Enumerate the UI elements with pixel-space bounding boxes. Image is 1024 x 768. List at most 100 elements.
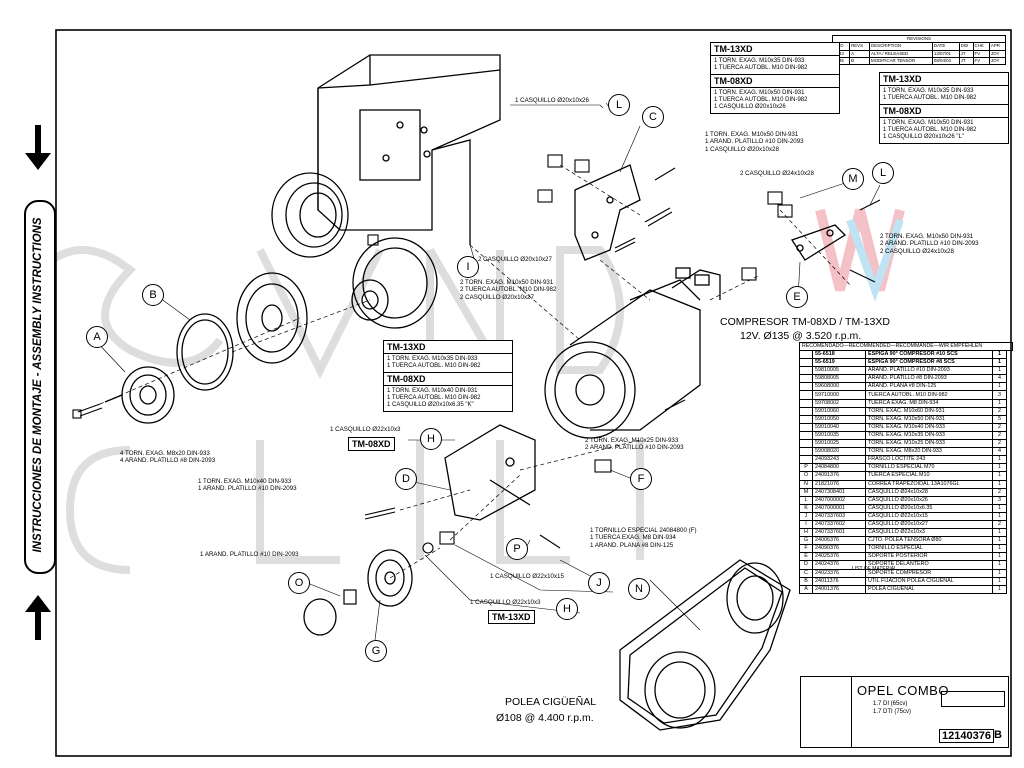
bom-quantity: 1 <box>992 503 1007 513</box>
bom-part-number: 59010035 <box>812 430 866 441</box>
bom-part-number: 59010060 <box>812 406 866 416</box>
bom-description: TORN. EXAC. M10x60 DIN-931 <box>865 406 993 416</box>
tag-tm08xd: TM-08XD <box>348 437 395 451</box>
part-letter-g: G <box>365 640 387 662</box>
bracket-d <box>444 424 536 521</box>
title-block: OPEL COMBO 1.7 DI (65cv) 1.7 DTI (75cv) … <box>800 676 1009 748</box>
bom-quantity: 1 <box>992 471 1007 481</box>
bom-item-letter: I <box>799 519 813 530</box>
part-letter-e: E <box>786 286 808 308</box>
box-row: 1 TUERCA AUTOBL. M10 DIN-982 <box>883 95 977 101</box>
bom-item-letter: P <box>799 463 813 473</box>
tag-tm13xd: TM-13XD <box>488 610 535 624</box>
engine-variant-2: 1.7 DTI (75cv) <box>873 709 912 715</box>
callout-m-group: 2 CASQUILLO Ø24x10x28 <box>740 170 814 177</box>
bom-quantity: 2 <box>992 519 1007 530</box>
bom-item-letter: B <box>799 576 813 586</box>
bom-quantity: 2 <box>992 439 1007 449</box>
bom-description: TORNILLO ESPECIAL <box>865 544 993 554</box>
bom-quantity: 4 <box>992 374 1007 384</box>
bom-description: POLEA CIGÜEÑAL <box>865 584 993 594</box>
model-name: OPEL COMBO <box>857 683 949 698</box>
bom-item-letter <box>799 430 813 441</box>
cap-g <box>303 598 337 636</box>
bom-description: ESPIGA 90° COMPRESOR #10 SCS <box>865 349 993 360</box>
bom-description: CASQUILLO Ø22x10x3 <box>865 528 993 538</box>
bom-quantity: 1 <box>992 398 1007 408</box>
title-block-grid <box>801 677 852 747</box>
rev-cell: A <box>849 49 871 58</box>
part-letter-n: N <box>628 578 650 600</box>
bom-item-letter: E <box>799 552 813 562</box>
rev-cell: JT <box>958 56 974 66</box>
bom-part-number: 2407337601 <box>812 528 866 538</box>
bom-description: TORN. EXAG. M10x50 DIN-931 <box>865 414 993 424</box>
bom-part-number: 24090376 <box>812 544 866 554</box>
box-top-center: TM-13XD 1 TORN. EXAG. M10x35 DIN-933 1 T… <box>710 42 840 114</box>
bom-description: TORNILLO ESPECIAL M70 <box>865 463 993 473</box>
bom-item-letter <box>799 398 813 408</box>
box-heading: TM-08XD <box>711 74 839 88</box>
rev-header: REVS <box>849 42 871 51</box>
bom-part-number: 59010040 <box>812 422 866 432</box>
bom-description: ARAND. PLANA #8 DIN-125 <box>865 382 993 392</box>
bom-quantity: 1 <box>992 479 1007 489</box>
box-row: 1 TUERCA AUTOBL. M10 DIN-982 <box>387 363 481 369</box>
side-label-text: INSTRUCCIONES DE MONTAJE - ASSEMBLY INST… <box>32 217 44 553</box>
bom-item-letter <box>799 455 813 465</box>
revisions-title: REVISIONS <box>832 34 1006 44</box>
bom-quantity: 2 <box>992 422 1007 432</box>
revisions-table: REVISIONS ECO REVS DESCRIPTION DATE DW C… <box>831 34 1007 66</box>
bom-part-number: 2407337602 <box>812 519 866 530</box>
bom-quantity: 1 <box>992 382 1007 392</box>
engine-variant-1: 1.7 DI (65cv) <box>873 701 908 707</box>
bolts <box>364 167 881 549</box>
bom-part-number: 59010025 <box>812 439 866 449</box>
bom-description: TORN. EXAG. M10x25 DIN-933 <box>865 439 993 449</box>
drawing-number: 12140376 <box>939 729 994 743</box>
box-row: 1 TORN. EXAG. M10x35 DIN-933 <box>387 356 478 362</box>
box-row: 1 TORN. EXAG. M10x40 DIN-931 <box>387 388 478 394</box>
rev-header: DW <box>958 42 974 51</box>
bom-quantity: 1 <box>992 358 1007 368</box>
box-row: 1 TUERCA AUTOBL. M10 DIN-982 <box>883 127 977 133</box>
bom-part-number: 59010050 <box>812 414 866 424</box>
callout-d-group: 1 TORN. EXAG. M10x40 DIN-933 1 ARAND. PL… <box>198 478 297 493</box>
rev-cell: 08/04/03 <box>931 56 960 66</box>
bom-quantity: 1 <box>992 366 1007 376</box>
compressor-body <box>544 267 721 439</box>
box-row: 1 TORN. EXAG. M10x35 DIN-933 <box>883 88 974 94</box>
box-row: 1 TORN. EXAG. M10x35 DIN-933 <box>714 58 805 64</box>
part-letter-a: A <box>86 326 108 348</box>
rev-cell: FV <box>972 49 990 58</box>
bom-quantity: 3 <box>992 495 1007 505</box>
bom-item-letter: G <box>799 536 813 546</box>
callout-h-label: 1 CASQUILLO Ø22x10x3 <box>330 426 401 433</box>
bom-description: CASQUILLO Ø20x10x6.35 <box>865 503 993 513</box>
bom-item-letter: L <box>799 495 813 505</box>
bolt-a <box>72 403 103 419</box>
bom-item-letter <box>799 374 813 384</box>
rev-cell: B <box>849 56 871 66</box>
bom-description: TORN. EXAG. M10x40 DIN-933 <box>865 422 993 432</box>
rev-cell: MODIFICAR TENSOR <box>869 56 933 66</box>
bom-quantity: 2 <box>992 487 1007 497</box>
engine-pulley-upper <box>271 172 349 258</box>
part-letter-h: H <box>420 428 442 450</box>
box-row: 1 TORN. EXAG. M10x50 DIN-931 <box>714 90 805 96</box>
bom-description: UTIL FIJACION POLEA CIGÜEÑAL <box>865 576 993 586</box>
callout-f-group: 2 TORN. EXAG. M10x25 DIN-933 2 ARAND. PL… <box>585 437 684 452</box>
bom-item-letter <box>799 349 813 360</box>
